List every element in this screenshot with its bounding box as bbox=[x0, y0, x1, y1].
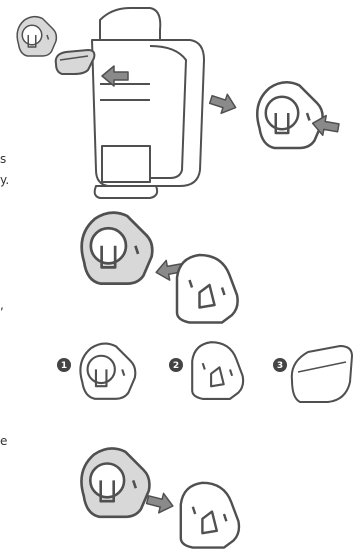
step-3-badge: 3 bbox=[273, 358, 287, 372]
water-filter-holder-open-icon bbox=[177, 255, 238, 323]
svg-text:1: 1 bbox=[61, 361, 67, 371]
filter-cartridge-icon bbox=[56, 50, 95, 74]
step-2-badge: 2 bbox=[169, 358, 183, 372]
arrow-icon bbox=[145, 490, 175, 516]
water-filter-holder-icon bbox=[81, 448, 149, 516]
water-filter-holder-icon bbox=[257, 82, 322, 148]
water-filter-holder-open-icon bbox=[181, 483, 239, 548]
water-filter-holder-icon bbox=[82, 213, 153, 284]
brewer-icon bbox=[92, 8, 204, 198]
arrow-icon bbox=[208, 90, 239, 117]
water-filter-holder-icon bbox=[80, 344, 135, 399]
filter-cartridge-icon bbox=[292, 346, 352, 402]
water-filter-holder-icon bbox=[17, 17, 56, 56]
step-1-badge: 1 bbox=[57, 358, 71, 372]
water-filter-holder-open-icon bbox=[192, 342, 243, 399]
svg-text:2: 2 bbox=[173, 361, 179, 371]
svg-text:3: 3 bbox=[277, 361, 283, 371]
